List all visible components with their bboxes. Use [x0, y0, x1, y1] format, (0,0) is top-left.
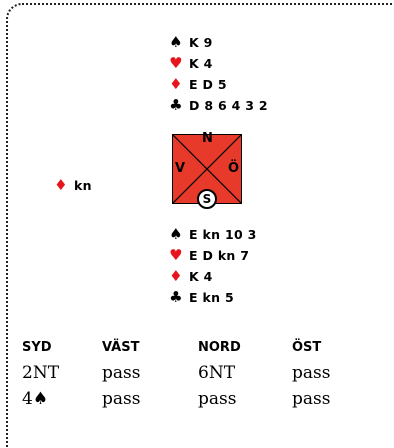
- south-clubs-row: ♣ E kn 5: [167, 287, 257, 308]
- north-diamonds-row: ♦ E D 5: [167, 74, 268, 95]
- north-spades: K 9: [189, 35, 213, 50]
- south-spades: E kn 10 3: [189, 227, 257, 242]
- bid-cell: 2NT: [22, 363, 60, 383]
- west-diamonds: kn: [74, 178, 92, 193]
- bidding-header-south: SYD: [22, 340, 52, 355]
- north-hearts: K 4: [189, 56, 213, 71]
- compass-south-label: S: [197, 189, 217, 209]
- south-hearts-row: ♥ E D kn 7: [167, 245, 257, 266]
- north-clubs: D 8 6 4 3 2: [189, 98, 268, 113]
- south-spades-row: ♠ E kn 10 3: [167, 224, 257, 245]
- bid-cell: 4♠: [22, 386, 102, 412]
- north-diamonds: E D 5: [189, 77, 227, 92]
- heart-icon: ♥: [169, 54, 183, 72]
- south-diamonds: K 4: [189, 269, 213, 284]
- club-icon: ♣: [169, 96, 183, 114]
- bid-cell: pass: [102, 389, 141, 409]
- spade-icon: ♠: [169, 225, 183, 243]
- south-diamonds-row: ♦ K 4: [167, 266, 257, 287]
- compass-north-label: N: [202, 131, 213, 146]
- bidding-header: SYD VÄST NORD ÖST: [22, 336, 382, 360]
- diamond-icon: ♦: [54, 176, 68, 194]
- spade-icon: ♠: [169, 33, 183, 51]
- bid-cell: pass: [292, 389, 331, 409]
- west-diamonds-row: ♦ kn: [52, 175, 92, 196]
- bid-cell: pass: [198, 389, 237, 409]
- south-hearts: E D kn 7: [189, 248, 250, 263]
- north-hand: ♠ K 9 ♥ K 4 ♦ E D 5 ♣ D 8 6 4 3 2: [167, 32, 268, 116]
- compass-west-label: V: [175, 161, 186, 176]
- bidding-table: SYD VÄST NORD ÖST 2NT pass 6NT pass 4♠ p…: [22, 336, 382, 412]
- north-hearts-row: ♥ K 4: [167, 53, 268, 74]
- compass-east-label: Ö: [228, 161, 240, 176]
- bid-cell: pass: [102, 363, 141, 383]
- west-hand: ♦ kn: [52, 175, 92, 196]
- bid-cell: pass: [292, 363, 331, 383]
- diamond-icon: ♦: [169, 75, 183, 93]
- bidding-header-north: NORD: [198, 340, 241, 355]
- diagram-frame: [6, 3, 392, 448]
- bid-level: 4: [22, 389, 33, 409]
- bidding-header-east: ÖST: [292, 340, 322, 355]
- south-clubs: E kn 5: [189, 290, 234, 305]
- south-hand: ♠ E kn 10 3 ♥ E D kn 7 ♦ K 4 ♣ E kn 5: [167, 224, 257, 308]
- north-spades-row: ♠ K 9: [167, 32, 268, 53]
- spade-icon: ♠: [32, 389, 49, 409]
- bidding-row: 2NT pass 6NT pass: [22, 360, 382, 386]
- heart-icon: ♥: [169, 246, 183, 264]
- compass-table: N V Ö S: [172, 131, 242, 209]
- club-icon: ♣: [169, 288, 183, 306]
- bidding-row: 4♠ pass pass pass: [22, 386, 382, 412]
- compass-diagonals: [172, 134, 242, 204]
- diamond-icon: ♦: [169, 267, 183, 285]
- bid-cell: 6NT: [198, 363, 236, 383]
- bidding-header-west: VÄST: [102, 340, 140, 355]
- north-clubs-row: ♣ D 8 6 4 3 2: [167, 95, 268, 116]
